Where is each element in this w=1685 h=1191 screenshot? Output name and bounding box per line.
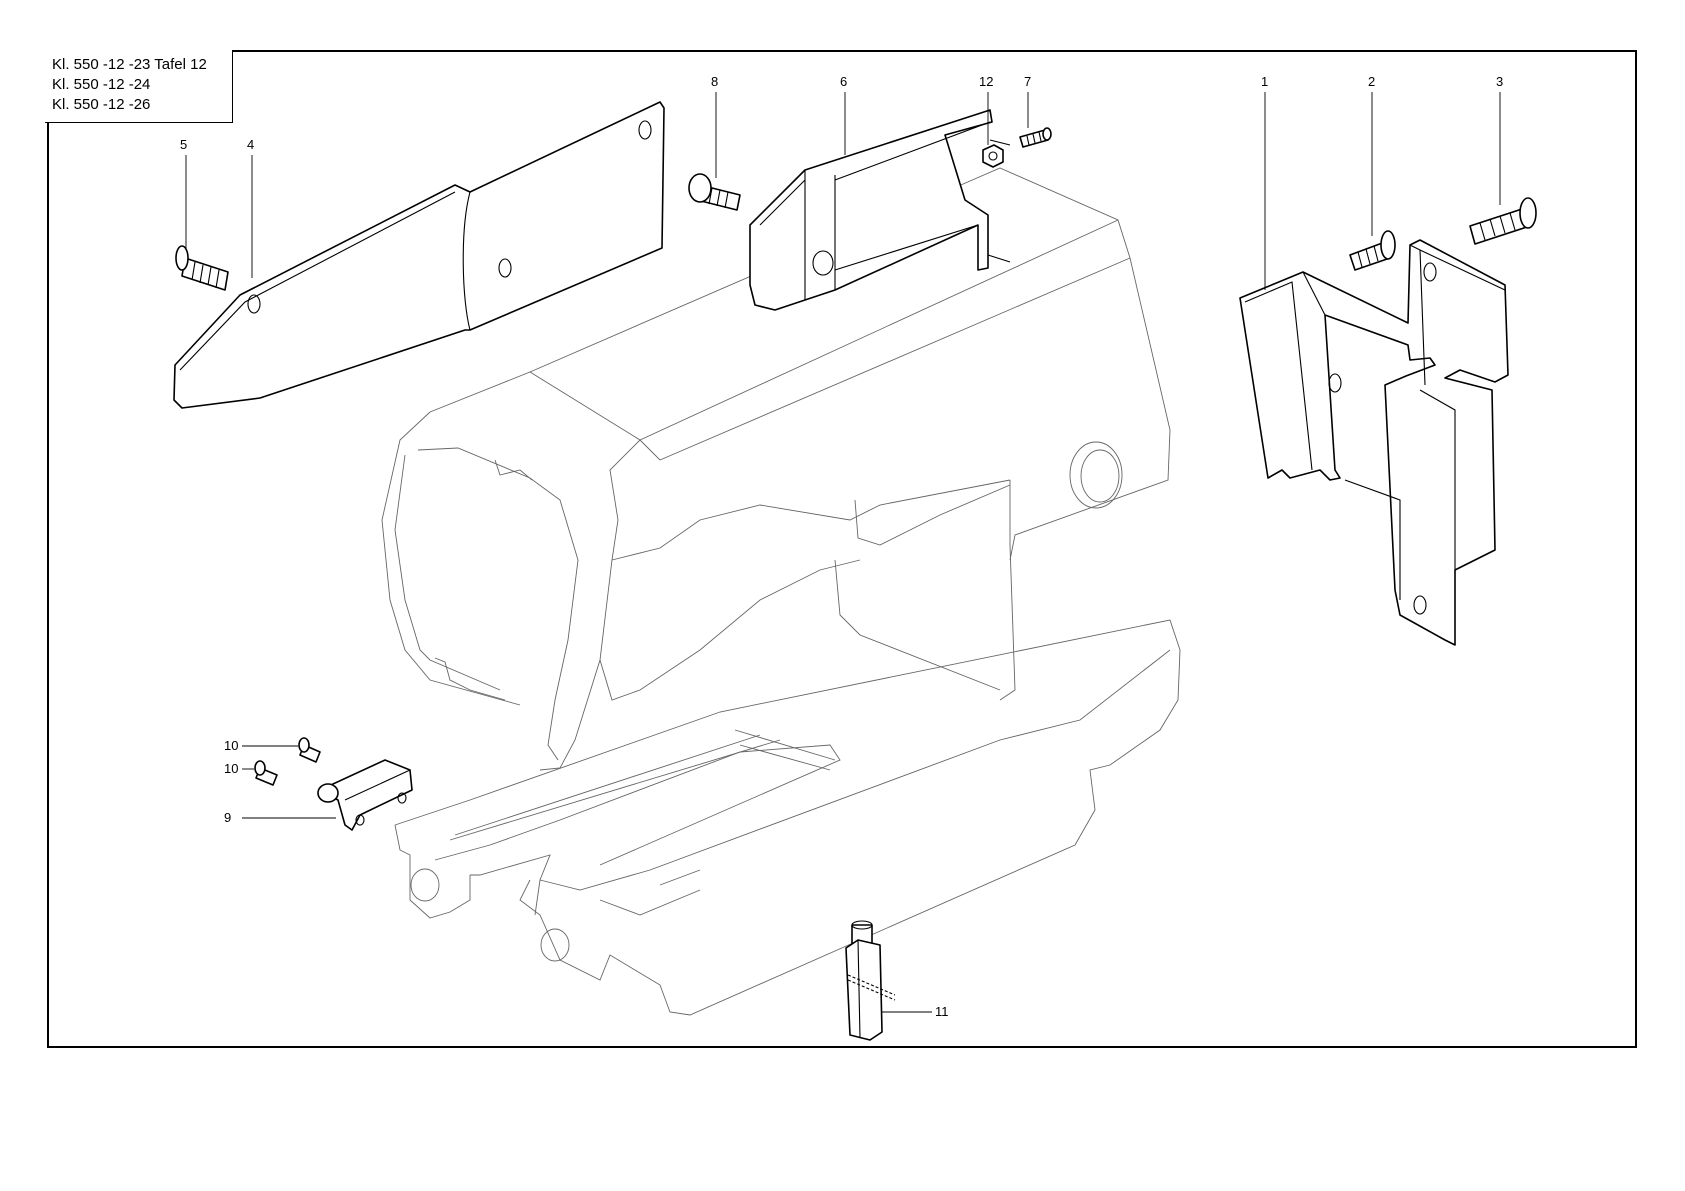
callout-9: 9 [224, 811, 231, 825]
callout-7: 7 [1024, 75, 1031, 89]
title-line-1: Kl. 550 -12 -23 Tafel 12 [52, 55, 232, 75]
callout-8: 8 [711, 75, 718, 89]
drawing-frame [47, 50, 1637, 1048]
callout-10-lower: 10 [224, 762, 238, 776]
callout-6: 6 [840, 75, 847, 89]
callout-5: 5 [180, 138, 187, 152]
callout-10-upper: 10 [224, 739, 238, 753]
callout-12: 12 [979, 75, 993, 89]
title-block: Kl. 550 -12 -23 Tafel 12 Kl. 550 -12 -24… [45, 50, 233, 123]
callout-3: 3 [1496, 75, 1503, 89]
title-line-3: Kl. 550 -12 -26 [52, 95, 232, 115]
callout-11: 11 [935, 1005, 949, 1019]
callout-2: 2 [1368, 75, 1375, 89]
title-line-2: Kl. 550 -12 -24 [52, 75, 232, 95]
callout-4: 4 [247, 138, 254, 152]
callout-1: 1 [1261, 75, 1268, 89]
